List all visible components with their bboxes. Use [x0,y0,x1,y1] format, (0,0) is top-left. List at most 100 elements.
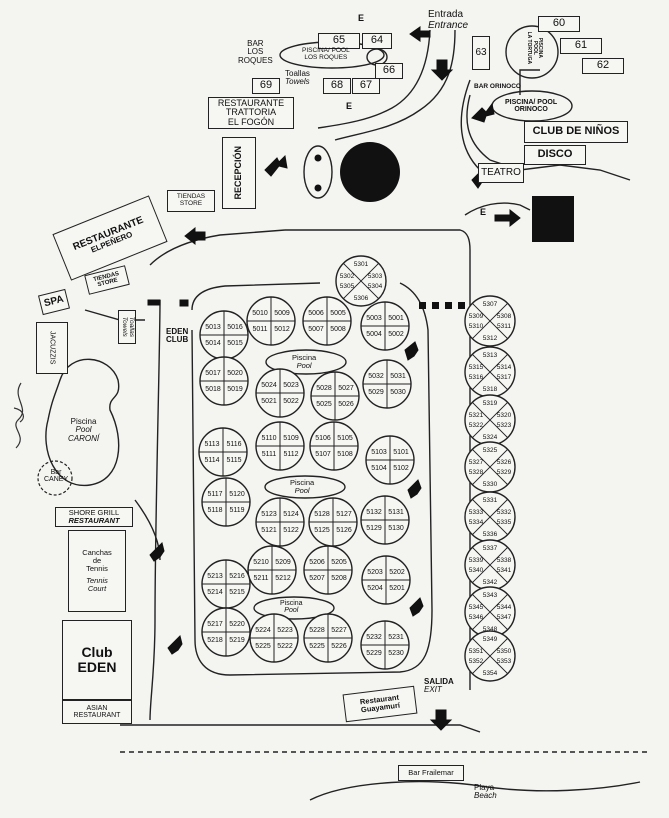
villa-unit-number: 5305 [340,283,355,290]
villa-unit-number: 5213 [207,573,223,580]
villa-unit-number: 5101 [393,449,409,456]
building-68[interactable]: 68 [323,78,351,94]
villa-unit-number: 5337 [483,545,498,552]
villa-unit-number: 5131 [388,509,404,516]
building-64[interactable]: 64 [362,33,392,49]
arrow-icon [264,154,288,177]
villa-unit-number: 5220 [229,621,245,628]
villa-unit-number: 5212 [275,575,291,582]
villa-unit-number: 5219 [229,637,245,644]
bar-caney-circle [37,460,73,496]
villa-unit-number: 5025 [316,401,332,408]
arrow-icon [409,26,431,42]
restaurante-el-fogon[interactable]: RESTAURANTE TRATTORIA EL FOGÓN [208,97,294,129]
asian-restaurant[interactable]: ASIAN RESTAURANT [62,700,132,724]
building-66[interactable]: 66 [375,63,403,79]
club-eden[interactable]: Club EDEN [62,620,132,700]
villa-unit-number: 5307 [483,301,498,308]
building-69[interactable]: 69 [252,78,280,94]
villa-unit-number: 5130 [388,525,404,532]
arrow-icon [404,341,419,361]
towels-station[interactable]: Toallas Towels [118,310,136,344]
pool-orinoco-label: PISCINA/ POOL ORINOCO [505,99,558,114]
building-63[interactable]: 63 [472,36,490,70]
villa-unit-number: 5345 [469,604,484,611]
villa-unit-number: 5350 [497,648,512,655]
building-62[interactable]: 62 [582,58,624,74]
towels-label: Toallas Towels [285,69,310,87]
villa-unit-number: 5331 [483,497,498,504]
arrow-icon [184,226,206,246]
tiendas-store[interactable]: TIENDAS STORE [167,190,215,212]
villa-unit-number: 5123 [261,511,277,518]
shore-grill-restaurant[interactable]: SHORE GRILL RESTAURANT [55,507,133,527]
disco[interactable]: DISCO [524,145,586,165]
villa-unit-number: 5126 [336,527,352,534]
villa-unit-number: 5205 [331,559,347,566]
bar-frailemar[interactable]: Bar Frailemar [398,765,464,781]
villa-unit-number: 5011 [252,326,267,333]
teatro[interactable]: TEATRO [478,163,524,183]
tennis-court[interactable]: Canchas de Tennis Tennis Court [68,530,126,612]
club-de-ninos[interactable]: CLUB DE NIÑOS [524,121,628,143]
bar-los-roques-label: BAR LOS ROQUES [238,39,273,65]
building-67[interactable]: 67 [352,78,380,94]
villa-unit-number: 5228 [309,627,325,634]
villa-unit-number: 5128 [314,511,330,518]
arrow-icon [471,102,495,123]
villa-unit-number: 5225 [309,643,325,650]
villa-unit-number: 5108 [337,451,353,458]
villa-unit-number: 5226 [331,643,347,650]
arrow-icon [429,709,453,731]
villa-unit-number: 5352 [469,658,484,665]
arrow-icon [167,635,183,655]
recepcion[interactable]: RECEPCIÓN [222,137,256,209]
building-65[interactable]: 65 [318,33,360,49]
villa-unit-number: 5001 [388,315,404,322]
villa-unit-number: 5336 [483,531,498,538]
villa-unit-number: 5015 [227,340,243,347]
jacuzzis[interactable]: JACUZZIS [36,322,68,374]
building-60[interactable]: 60 [538,16,580,32]
building-61[interactable]: 61 [560,38,602,54]
pool-oval [265,349,347,375]
direction-arrows [147,26,521,731]
villa-unit-number: 5231 [388,634,404,641]
villa-unit-number: 5340 [469,567,484,574]
eden-club-label: EDEN CLUB [166,327,189,345]
